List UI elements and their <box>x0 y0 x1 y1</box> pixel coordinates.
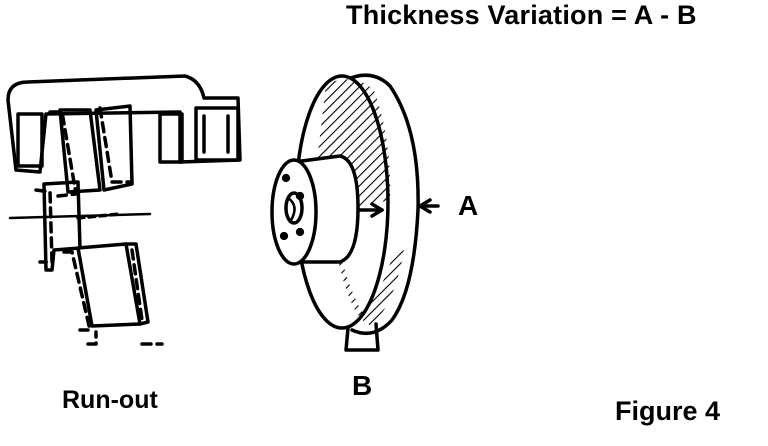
caliper-block <box>194 106 240 162</box>
runout-illustration <box>6 74 242 346</box>
disc-rim <box>344 73 420 336</box>
caliper-frame <box>6 74 242 174</box>
caliper-pad-right <box>158 112 184 164</box>
label-a: A <box>458 190 479 221</box>
disc-section-lower <box>76 242 142 328</box>
hub-section <box>42 180 82 272</box>
axis-centerline <box>8 212 152 220</box>
figure-caption: Figure 4 <box>615 396 721 426</box>
label-b: B <box>352 370 373 401</box>
mount-stub <box>344 322 380 352</box>
hatched-region-lower <box>336 230 404 326</box>
diagram-title: Thickness Variation = A - B <box>346 0 697 30</box>
disc-section-upper <box>58 108 102 194</box>
disc-illustration <box>270 73 440 352</box>
label-runout: Run-out <box>62 386 158 414</box>
hub-bore <box>284 191 304 225</box>
caliper-pad-left <box>16 112 44 168</box>
